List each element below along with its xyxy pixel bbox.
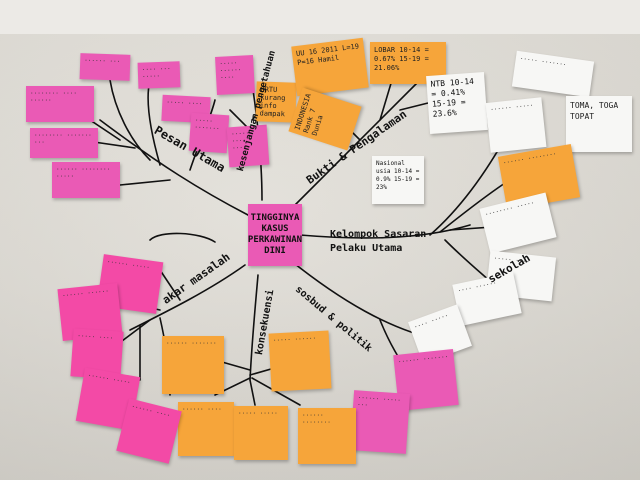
note-pink-6: ······ ········ ·····	[52, 162, 120, 198]
note-orange-4: ····· ·····	[234, 406, 288, 460]
note-orange-1: ······ ·······	[162, 336, 224, 394]
note-orange-3: ······ ····	[178, 402, 234, 456]
line-pesan-sub5	[119, 179, 171, 186]
note-pink-7: ····· ······ ····	[215, 55, 255, 95]
central-topic-note: TINGGINYA KASUS PERKAWINAN DINI	[248, 204, 302, 266]
line-akar-sub1	[159, 269, 181, 301]
note-white-2: ······ ·····	[485, 97, 547, 153]
line-bukti	[289, 79, 421, 211]
note-pink-1: ······ ···	[79, 53, 131, 81]
note-pink-3: ········ ···· ······	[26, 86, 94, 122]
line-akar	[129, 264, 246, 331]
note-orange-5: ······ ········	[298, 408, 356, 464]
line-pesan-sub1	[109, 79, 151, 161]
branch-label-kelompok: Kelompok Sasaran Pelaku Utama	[330, 229, 427, 254]
note-nasional: Nasional usia 10-14 = 0.9% 15-19 = 23%	[372, 156, 424, 204]
line-pesan	[99, 119, 249, 216]
note-pink-5: ········ ······· ···	[30, 128, 98, 158]
line-kons-sub5	[251, 377, 301, 406]
note-pink-2: ···· ··· ·····	[137, 61, 181, 89]
note-pink-11: ······ ····· ···	[349, 390, 411, 454]
line-top-arc	[149, 232, 216, 243]
note-toma: TOMA, TOGA TOPAT	[566, 96, 632, 152]
note-orange-2: ····· ······	[268, 330, 332, 392]
line-kons-sub4	[249, 379, 256, 406]
note-ntb: NTB 10-14 = 0.41% 15-19 = 23.6%	[426, 72, 488, 134]
wall-top	[0, 0, 640, 34]
line-konsekuensi	[249, 274, 259, 381]
